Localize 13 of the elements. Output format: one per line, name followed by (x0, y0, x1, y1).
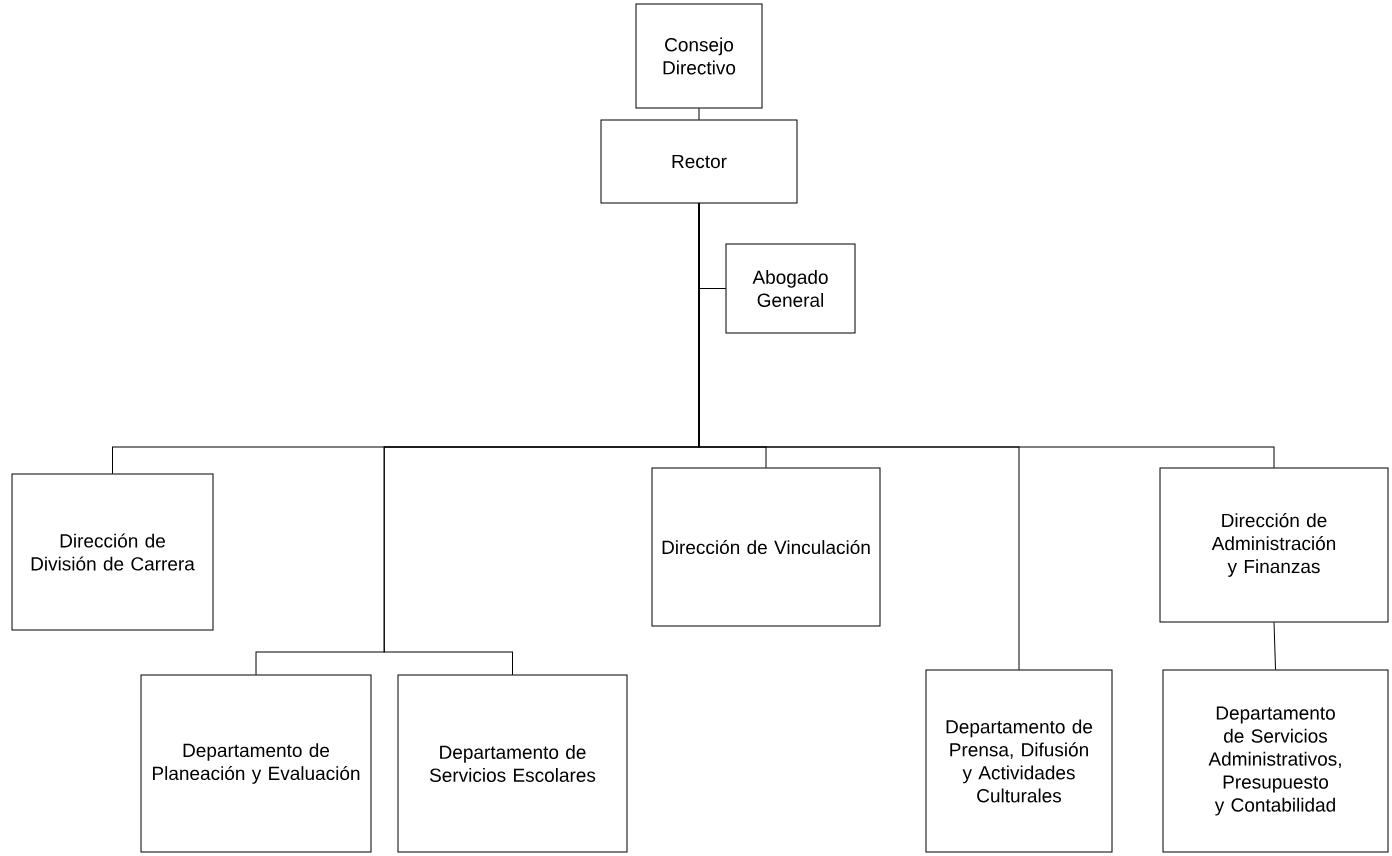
org-box: Dirección de División de Carrera (11, 473, 214, 631)
connector-line (1273, 621, 1276, 671)
connector-line (698, 107, 700, 121)
org-box: Consejo Directivo (635, 3, 763, 109)
org-box: Departamento de Servicios Administrativos, Presupuesto y Contabilidad (1162, 669, 1389, 853)
connector-line (698, 202, 1275, 469)
org-box: Dirección de Administración y Finanzas (1159, 467, 1389, 623)
org-box: Departamento de Planeación y Evaluación (140, 674, 372, 853)
org-box: Rector (600, 119, 798, 204)
org-box: Departamento de Prensa, Difusión y Actividades Culturales (925, 669, 1113, 853)
org-box: Departamento de Servicios Escolares (397, 674, 628, 853)
org-box: Dirección de Vinculación (651, 467, 881, 627)
org-box: Abogado General (725, 243, 856, 334)
